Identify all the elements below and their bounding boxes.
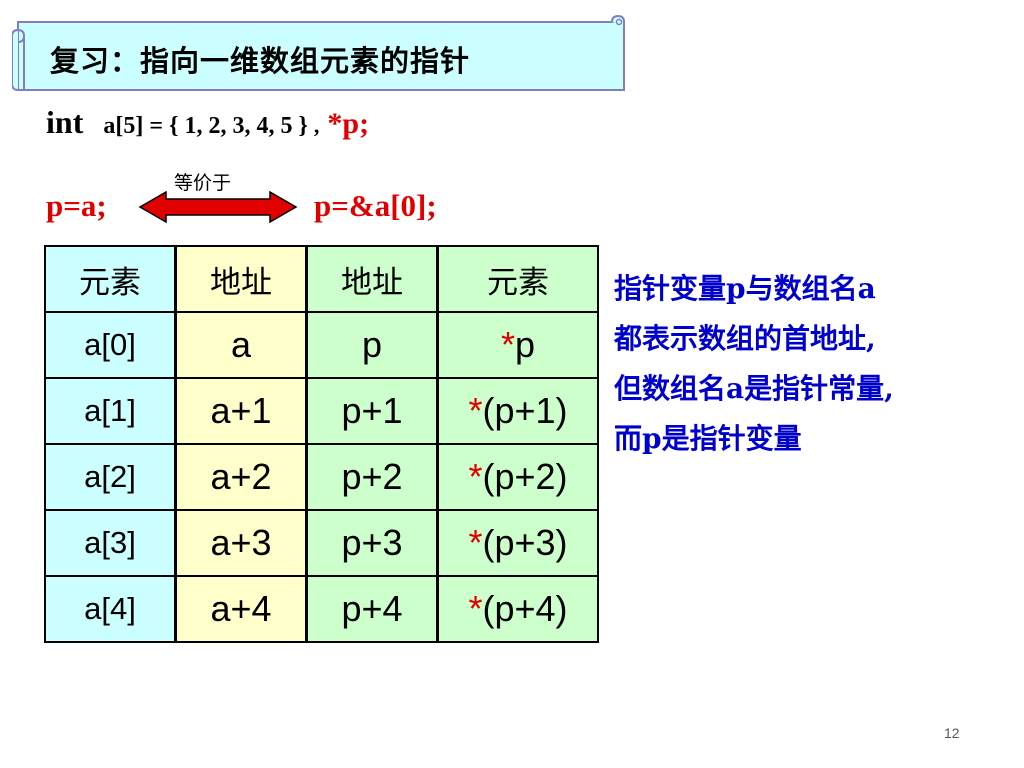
cell-address-a: a+2 (174, 443, 308, 511)
deref-expr: (p+1) (482, 390, 568, 431)
page-title: 复习：指向一维数组元素的指针 (50, 44, 471, 78)
cell-address-p: p+2 (305, 443, 439, 511)
deref-expr: (p+2) (482, 456, 568, 497)
cell-deref: *p (436, 311, 599, 379)
deref-star: * (468, 588, 483, 629)
deref-star: * (468, 390, 483, 431)
array-declaration: a[5] = { 1, 2, 3, 4, 5 } (103, 113, 308, 139)
cell-deref: *(p+2) (436, 443, 599, 511)
note-line-3: 但数组名a是指针常量, (614, 372, 894, 405)
table-row: a[4] a+4 p+4 *(p+4) (44, 575, 599, 643)
cell-element: a[3] (44, 509, 177, 577)
table-row: a[0] a p *p (44, 311, 599, 379)
note-line-2: 都表示数组的首地址, (614, 322, 876, 355)
type-keyword: int (46, 104, 84, 140)
equivalence-label: 等价于 (174, 172, 232, 194)
cell-element: a[1] (44, 377, 177, 445)
table-row: a[1] a+1 p+1 *(p+1) (44, 377, 599, 445)
cell-element: a[0] (44, 311, 177, 379)
deref-star: * (468, 456, 483, 497)
cell-deref: *(p+1) (436, 377, 599, 445)
pointer-declaration: *p; (327, 107, 370, 140)
cell-address-p: p (305, 311, 439, 379)
deref-expr: (p+3) (482, 522, 568, 563)
cell-deref: *(p+4) (436, 575, 599, 643)
cell-address-a: a+1 (174, 377, 308, 445)
table-header-row: 元素 地址 地址 元素 (44, 245, 599, 313)
table-row: a[2] a+2 p+2 *(p+2) (44, 443, 599, 511)
deref-expr: p (514, 324, 536, 365)
declaration-separator: , (313, 113, 320, 138)
cell-address-a: a+3 (174, 509, 308, 577)
deref-star: * (468, 522, 483, 563)
note-line-1: 指针变量p与数组名a (614, 272, 876, 305)
cell-address-p: p+4 (305, 575, 439, 643)
cell-deref: *(p+3) (436, 509, 599, 577)
deref-star: * (500, 324, 515, 365)
assign-first-address: p=&a[0]; (314, 188, 437, 223)
header-deref: 元素 (436, 245, 599, 313)
assign-array-name: p=a; (46, 188, 107, 223)
header-address-p: 地址 (305, 245, 439, 313)
page-number: 12 (944, 725, 960, 741)
cell-element: a[4] (44, 575, 177, 643)
cell-address-p: p+1 (305, 377, 439, 445)
note-line-4: 而p是指针变量 (614, 422, 802, 455)
pointer-table: 元素 地址 地址 元素 a[0] a p *p a[1] a+1 p+1 *(p… (44, 245, 599, 643)
explanation-note: 指针变量p与数组名a 都表示数组的首地址, 但数组名a是指针常量, 而p是指针变… (614, 264, 1014, 464)
header-element: 元素 (44, 245, 177, 313)
cell-address-p: p+3 (305, 509, 439, 577)
table-row: a[3] a+3 p+3 *(p+3) (44, 509, 599, 577)
cell-address-a: a (174, 311, 308, 379)
title-banner: 复习：指向一维数组元素的指针 (12, 14, 634, 96)
scroll-shape (12, 14, 625, 91)
deref-expr: (p+4) (482, 588, 568, 629)
cell-address-a: a+4 (174, 575, 308, 643)
header-address-a: 地址 (174, 245, 308, 313)
cell-element: a[2] (44, 443, 177, 511)
double-arrow-icon (138, 190, 298, 224)
declaration-line: int a[5] = { 1, 2, 3, 4, 5 }, *p; (46, 104, 369, 141)
